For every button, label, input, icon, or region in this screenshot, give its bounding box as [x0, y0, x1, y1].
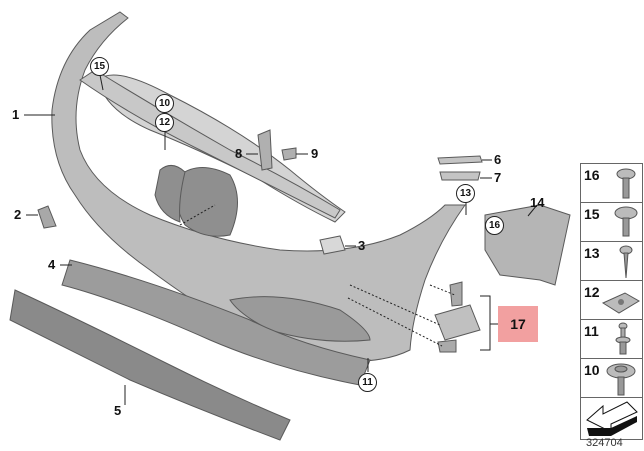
diagram-number: 324704 [586, 437, 623, 449]
callout-11: 11 [358, 373, 377, 392]
callout-5: 5 [114, 403, 122, 418]
fastener-12: 12 [581, 281, 642, 320]
collar-screw-icon [606, 363, 636, 396]
fastener-label: 10 [584, 362, 600, 378]
callout-14: 14 [530, 195, 545, 210]
direction-arrow-icon [586, 401, 638, 436]
fastener-11: 11 [581, 320, 642, 359]
bumper-cover [51, 11, 466, 362]
direction-arrow-cell [581, 398, 642, 439]
callout-6: 6 [494, 152, 502, 167]
callout-7: 7 [494, 170, 502, 185]
callout-17-highlight: 17 [498, 306, 538, 342]
fastener-label: 16 [584, 167, 600, 183]
callout-3: 3 [358, 238, 366, 253]
callout-1: 1 [12, 107, 20, 122]
callout-13: 13 [456, 184, 475, 203]
screw-washer-head-icon [614, 206, 638, 237]
fastener-10: 10 [581, 359, 642, 398]
screw-round-head-icon [616, 168, 636, 199]
callout-8: 8 [235, 146, 243, 161]
callout-9: 9 [311, 146, 319, 161]
fasteners-panel: 16 15 13 12 11 10 [580, 163, 643, 440]
clip-nut-icon [601, 292, 640, 314]
callout-15: 15 [90, 57, 109, 76]
self-tapping-screw-icon [619, 245, 633, 279]
fastener-16: 16 [581, 164, 642, 203]
fastener-label: 15 [584, 206, 600, 222]
callout-16: 16 [485, 216, 504, 235]
callout-10: 10 [155, 94, 174, 113]
fastener-label: 12 [584, 284, 600, 300]
callout-2: 2 [14, 207, 22, 222]
fastener-label: 13 [584, 245, 600, 261]
fastener-13: 13 [581, 242, 642, 281]
expanding-rivet-icon [615, 322, 631, 355]
fastener-15: 15 [581, 203, 642, 242]
callout-12: 12 [155, 113, 174, 132]
fastener-label: 11 [584, 323, 599, 339]
callout-4: 4 [48, 257, 56, 272]
